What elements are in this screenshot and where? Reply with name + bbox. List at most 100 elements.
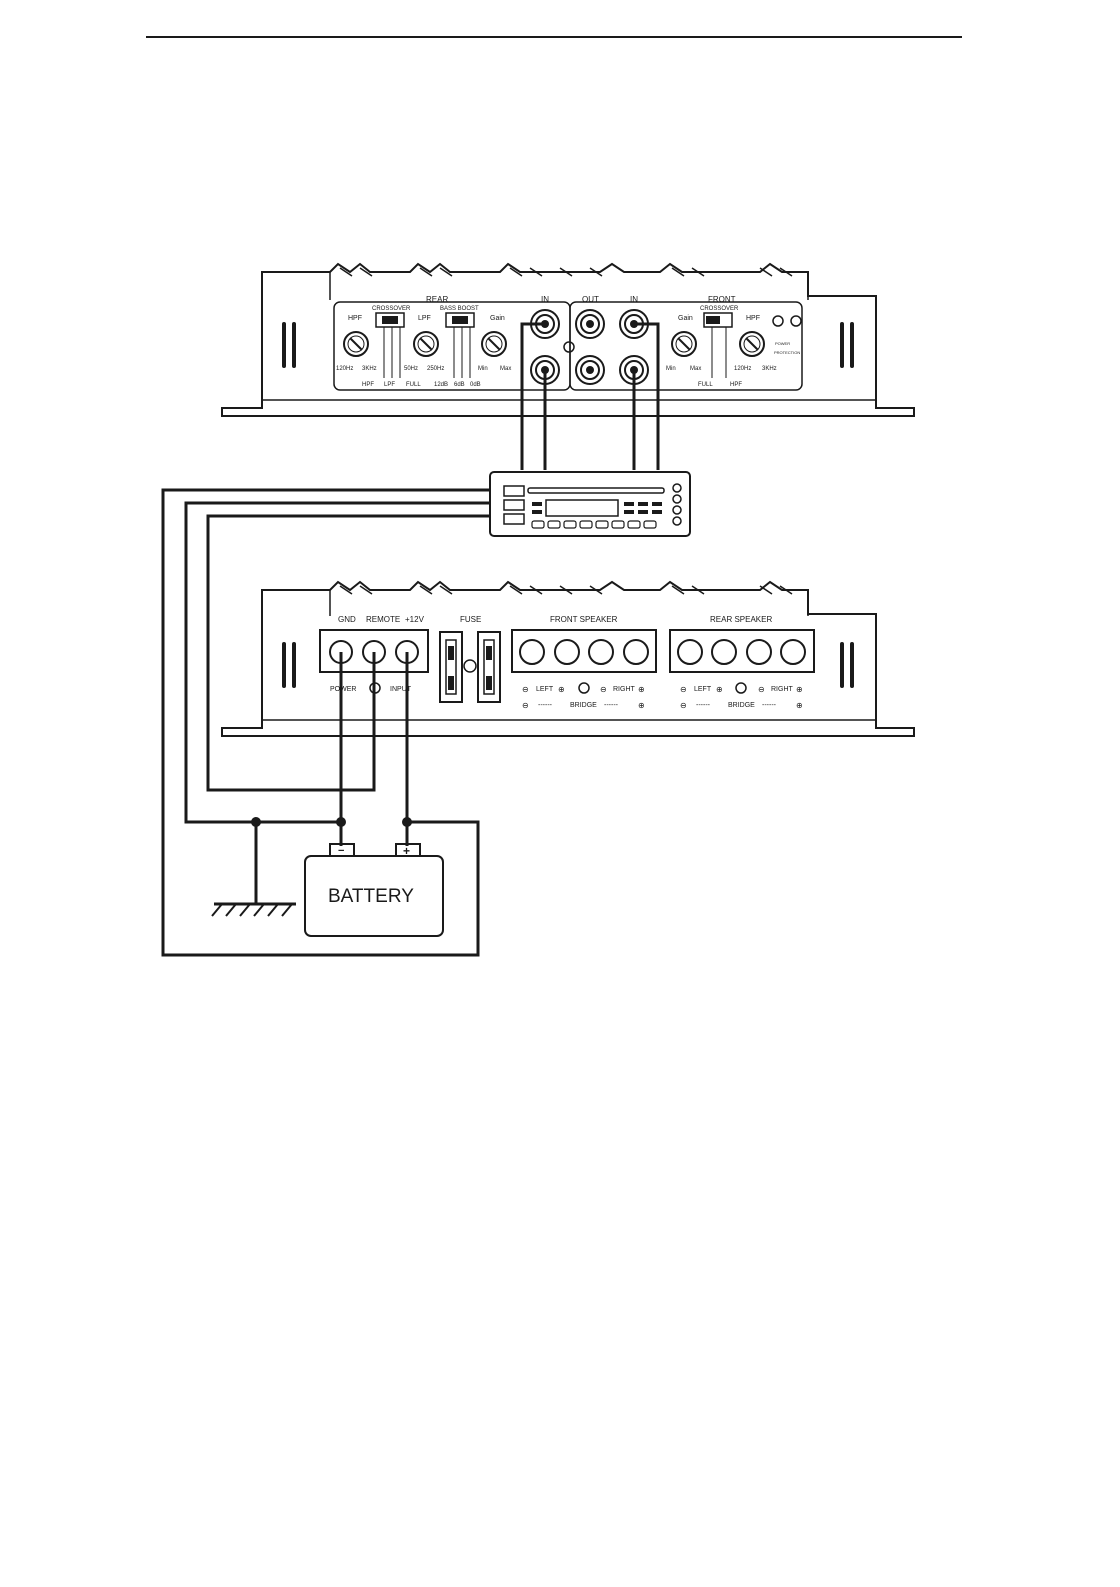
ground-icon xyxy=(211,903,293,917)
power-led-label: POWER xyxy=(775,341,790,346)
head-unit-button[interactable] xyxy=(503,485,525,497)
rear-hpf-knob[interactable] xyxy=(343,331,369,357)
input-indicator-label: INPUT xyxy=(390,686,412,693)
header-rule xyxy=(146,36,962,38)
head-unit-button[interactable] xyxy=(503,513,525,525)
battery-negative-sign: − xyxy=(338,845,344,857)
v12-label: +12V xyxy=(405,615,425,624)
rear-gain-label: Gain xyxy=(490,315,505,322)
head-unit-button[interactable] xyxy=(503,499,525,511)
bottom-amp-vents xyxy=(282,642,854,688)
front-control-panel xyxy=(569,301,803,391)
rear-crossover-label: CROSSOVER xyxy=(372,306,411,312)
front-speaker-terminal-block xyxy=(511,629,657,673)
front-left-label: LEFT xyxy=(536,686,554,693)
rear-right-label: RIGHT xyxy=(771,686,794,693)
head-unit xyxy=(489,471,691,537)
front-section-label: FRONT xyxy=(708,295,736,304)
cd-slot xyxy=(527,487,665,494)
rear-speaker-terminals[interactable] xyxy=(677,639,806,665)
rear-gain-max-label: Max xyxy=(500,366,511,372)
front-gain-knob[interactable] xyxy=(671,331,697,357)
plus-icon: ⊕ xyxy=(638,685,645,694)
rear-sw-full-label: FULL xyxy=(406,382,421,388)
rear-lpf-max-label: 250Hz xyxy=(427,366,444,372)
front-out-label: OUT xyxy=(582,295,599,304)
minus-icon: ⊖ xyxy=(600,685,607,694)
top-amp-fins xyxy=(329,267,809,300)
minus-icon: ⊖ xyxy=(758,685,765,694)
top-amp-chassis xyxy=(221,262,915,417)
head-unit-preset-buttons[interactable] xyxy=(531,520,657,529)
front-hpf-knob[interactable] xyxy=(739,331,765,357)
rear-sw-lpf-label: LPF xyxy=(384,382,395,388)
front-speaker-terminals[interactable] xyxy=(519,639,649,665)
rear-lpf-label: LPF xyxy=(418,315,431,322)
rear-sw-hpf-label: HPF xyxy=(362,382,374,388)
rear-hpf-max-label: 3KHz xyxy=(362,366,377,372)
front-crossover-switch[interactable] xyxy=(703,312,733,328)
power-indicator-label: POWER xyxy=(330,686,356,693)
rear-speaker-label: REAR SPEAKER xyxy=(710,615,772,624)
fuse-left[interactable] xyxy=(439,631,463,703)
boost-6db-label: 6dB xyxy=(454,382,465,388)
rear-in-label: IN xyxy=(541,295,549,304)
head-unit-knobs[interactable] xyxy=(672,483,682,526)
bass-boost-switch[interactable] xyxy=(445,312,475,328)
boost-12db-label: 12dB xyxy=(434,382,448,388)
plus-icon: ⊕ xyxy=(638,701,645,710)
power-wiring xyxy=(161,488,490,957)
front-rca-out-jacks[interactable] xyxy=(575,309,605,385)
protection-led-icon xyxy=(790,315,802,327)
plus-icon: ⊕ xyxy=(796,685,803,694)
rear-section-label: REAR xyxy=(426,295,448,304)
head-unit-display xyxy=(545,499,619,517)
top-amp-vents xyxy=(282,322,854,368)
battery: − + BATTERY xyxy=(304,843,444,937)
plus-icon: ⊕ xyxy=(558,685,565,694)
rear-hpf-min-label: 120Hz xyxy=(336,366,353,372)
fuse-right[interactable] xyxy=(477,631,501,703)
bottom-amplifier: GND REMOTE +12V POWER INPUT FUSE FRONT S… xyxy=(221,580,915,737)
gnd-label: GND xyxy=(338,615,356,624)
bridge-dashes: ------ xyxy=(604,702,619,709)
battery-body xyxy=(304,855,444,937)
bottom-amp-chassis xyxy=(221,580,915,737)
rear-gain-knob[interactable] xyxy=(481,331,507,357)
plus-icon: ⊕ xyxy=(716,685,723,694)
front-speaker-label: FRONT SPEAKER xyxy=(550,615,618,624)
minus-icon: ⊖ xyxy=(680,685,687,694)
rear-gain-min-label: Min xyxy=(478,366,488,372)
minus-icon: ⊖ xyxy=(680,701,687,710)
plus-icon: ⊕ xyxy=(796,701,803,710)
front-hpf-label: HPF xyxy=(746,315,760,322)
boost-0db-label: 0dB xyxy=(470,382,481,388)
front-bridge-label: BRIDGE xyxy=(570,702,597,709)
rca-cables xyxy=(520,322,660,470)
front-right-label: RIGHT xyxy=(613,686,636,693)
front-gain-max-label: Max xyxy=(690,366,701,372)
power-led-icon xyxy=(772,315,784,327)
protection-led-label: PROTECTION xyxy=(774,350,800,355)
wire-junctions xyxy=(251,817,412,827)
bridge-dashes: ------ xyxy=(538,702,553,709)
head-unit-keys xyxy=(532,502,662,514)
minus-icon: ⊖ xyxy=(522,701,529,710)
front-gain-min-label: Min xyxy=(666,366,676,372)
front-crossover-label: CROSSOVER xyxy=(700,306,739,312)
bridge-dashes: ------ xyxy=(696,702,711,709)
front-sw-full-label: FULL xyxy=(698,382,713,388)
rear-lpf-knob[interactable] xyxy=(413,331,439,357)
rear-crossover-switch[interactable] xyxy=(375,312,405,328)
rear-speaker-terminal-block xyxy=(669,629,815,673)
front-sw-hpf-label: HPF xyxy=(730,382,742,388)
front-hpf-min-label: 120Hz xyxy=(734,366,751,372)
top-amplifier: REAR IN CROSSOVER BASS BOOST HPF LPF Gai… xyxy=(221,262,915,417)
rear-hpf-label: HPF xyxy=(348,315,362,322)
rear-bridge-label: BRIDGE xyxy=(728,702,755,709)
battery-label: BATTERY xyxy=(328,886,414,907)
fuse-label: FUSE xyxy=(460,615,481,624)
remote-label: REMOTE xyxy=(366,615,400,624)
front-hpf-max-label: 3KHz xyxy=(762,366,777,372)
